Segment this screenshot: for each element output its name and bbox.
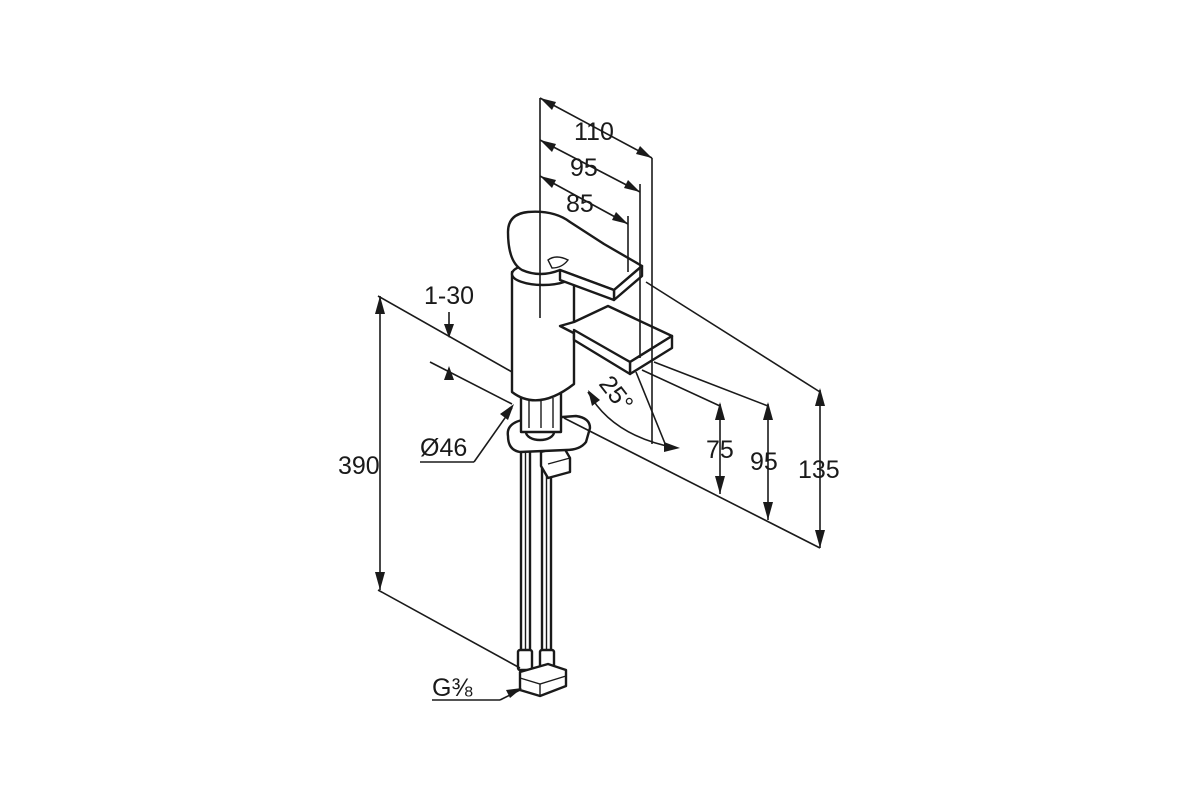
dimension-lines (375, 97, 825, 701)
label-thread: G⅜ (432, 674, 472, 702)
faucet-assembly (506, 210, 674, 698)
label-width-110: 110 (574, 118, 614, 146)
lever-detail (547, 256, 570, 269)
label-height-75: 75 (706, 436, 734, 464)
label-diameter: Ø46 (420, 434, 467, 462)
hose-fittings (516, 648, 568, 698)
label-height-95: 95 (750, 448, 778, 476)
label-deck-thickness: 1-30 (424, 282, 474, 310)
faucet-column (510, 270, 576, 402)
spout-side (572, 328, 632, 376)
dimension-labels: 110 95 85 1-30 Ø46 390 G⅜ 25° 75 95 135 (338, 118, 840, 702)
fitting-left (516, 648, 534, 672)
label-width-85: 85 (566, 190, 594, 218)
spout (558, 304, 674, 376)
lever-tip-side (558, 268, 616, 302)
label-total-height: 390 (338, 452, 380, 480)
label-height-135: 135 (798, 456, 840, 484)
label-width-95: 95 (570, 154, 598, 182)
lever-handle (506, 210, 644, 302)
